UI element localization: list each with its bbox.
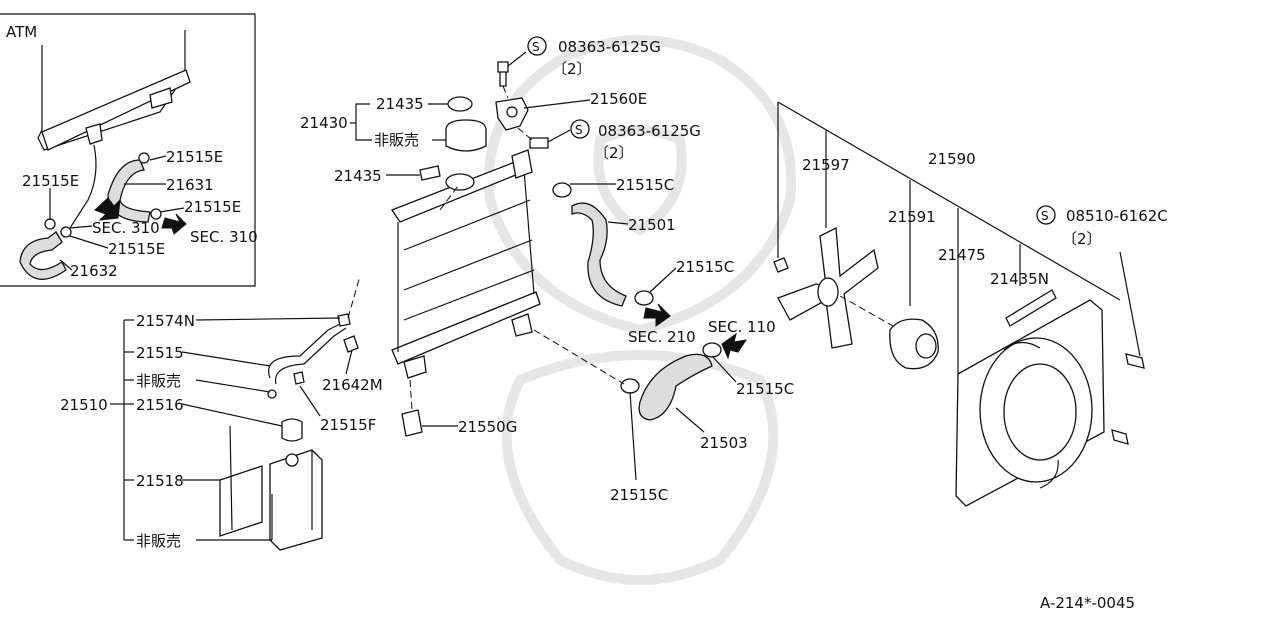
sec210-arrow-icon bbox=[643, 303, 671, 327]
label-08363-b: 08363-6125G bbox=[598, 122, 701, 140]
hose-21501-icon bbox=[571, 202, 627, 307]
label-21430: 21430 bbox=[300, 114, 348, 132]
fan-shroud-group: 21597 21590 21591 21475 21435N S 08510-6… bbox=[773, 101, 1168, 507]
label-21515E-3: 21515E bbox=[184, 198, 241, 216]
label-sec110: SEC. 110 bbox=[708, 318, 776, 336]
label-qty-c: 〔2〕 bbox=[1062, 230, 1102, 248]
radiator-21460-icon bbox=[391, 149, 541, 379]
label-21503: 21503 bbox=[700, 434, 748, 452]
label-21631: 21631 bbox=[166, 176, 214, 194]
s-mark-c: S bbox=[1041, 209, 1049, 223]
s-mark-a: S bbox=[532, 40, 540, 54]
label-hanbai-1: 非販売 bbox=[136, 372, 181, 390]
label-21515C-b: 21515C bbox=[676, 258, 734, 276]
label-21560E: 21560E bbox=[590, 90, 647, 108]
label-sec310-a: SEC. 310 bbox=[92, 219, 160, 237]
sec110-arrow-icon bbox=[721, 332, 748, 360]
label-21518: 21518 bbox=[136, 472, 184, 490]
label-21435-mid: 21435 bbox=[334, 167, 382, 185]
radiator-cap-icon bbox=[445, 119, 487, 152]
sec310-arrow-icon-2 bbox=[161, 213, 187, 235]
bracket-21435-icon bbox=[419, 165, 441, 181]
label-21515E-1: 21515E bbox=[166, 148, 223, 166]
label-21435N: 21435N bbox=[990, 270, 1049, 288]
label-21475: 21475 bbox=[938, 246, 986, 264]
label-21591: 21591 bbox=[888, 208, 936, 226]
label-08363-a: 08363-6125G bbox=[558, 38, 661, 56]
label-21632: 21632 bbox=[70, 262, 118, 280]
label-21515: 21515 bbox=[136, 344, 184, 362]
cap-group: 21435 21430 非販売 21435 bbox=[300, 95, 487, 185]
label-21642M: 21642M bbox=[322, 376, 383, 394]
label-21510: 21510 bbox=[60, 396, 108, 414]
bracket-21518-icon bbox=[219, 465, 263, 537]
label-hanbai-cap: 非販売 bbox=[374, 131, 419, 149]
hose-21503-icon bbox=[638, 353, 713, 421]
bolt-08363-top-group: S 08363-6125G 〔2〕 bbox=[497, 36, 661, 87]
drain-cock-group: 21550G bbox=[401, 379, 517, 437]
atm-inset: ATM 21515E 21515E 21631 21515E SEC. 310 … bbox=[0, 13, 258, 287]
label-21574N: 21574N bbox=[136, 312, 195, 330]
label-qty-b: 〔2〕 bbox=[594, 144, 634, 162]
label-21515C-d: 21515C bbox=[610, 486, 668, 504]
label-sec310-b: SEC. 310 bbox=[190, 228, 258, 246]
label-21515E-4: 21515E bbox=[108, 240, 165, 258]
lower-hose-group: SEC. 110 21515C 21503 21515C bbox=[533, 318, 794, 504]
label-21501: 21501 bbox=[628, 216, 676, 234]
drain-cock-icon bbox=[401, 409, 423, 437]
label-21550G: 21550G bbox=[458, 418, 517, 436]
label-08510: 08510-6162C bbox=[1066, 207, 1168, 225]
label-21515E-2: 21515E bbox=[22, 172, 79, 190]
nut-icon bbox=[773, 257, 789, 273]
label-21590: 21590 bbox=[928, 150, 976, 168]
seal-21435-icon bbox=[447, 96, 473, 112]
switch-21560E-group: 21560E S 08363-6125G 〔2〕 bbox=[495, 85, 701, 162]
label-21515F: 21515F bbox=[320, 416, 376, 434]
label-21515C-c: 21515C bbox=[736, 380, 794, 398]
diagram-code: A-214*-0045 bbox=[1040, 594, 1135, 612]
label-21597: 21597 bbox=[802, 156, 850, 174]
upper-hose-group: 21515C 21501 21515C SEC. 210 bbox=[552, 176, 734, 346]
label-sec210: SEC. 210 bbox=[628, 328, 696, 346]
tank-cap-21516-icon bbox=[281, 418, 303, 442]
label-hanbai-2: 非販売 bbox=[136, 532, 181, 550]
sec310-arrow-icon bbox=[94, 197, 121, 221]
bolt-icon bbox=[497, 61, 509, 87]
label-21435-top: 21435 bbox=[376, 95, 424, 113]
label-21516: 21516 bbox=[136, 396, 184, 414]
label-qty-a: 〔2〕 bbox=[552, 60, 592, 78]
reservoir-group: 21642M 21515F 21574N 21515 非販売 21510 215… bbox=[60, 275, 383, 551]
label-21515C-a: 21515C bbox=[616, 176, 674, 194]
clip-21642M-icon bbox=[343, 335, 359, 353]
hose-21632-icon bbox=[19, 231, 67, 280]
clamp-21515E-icon bbox=[138, 152, 150, 164]
inset-title: ATM bbox=[6, 23, 37, 41]
s-mark-b: S bbox=[575, 123, 583, 137]
